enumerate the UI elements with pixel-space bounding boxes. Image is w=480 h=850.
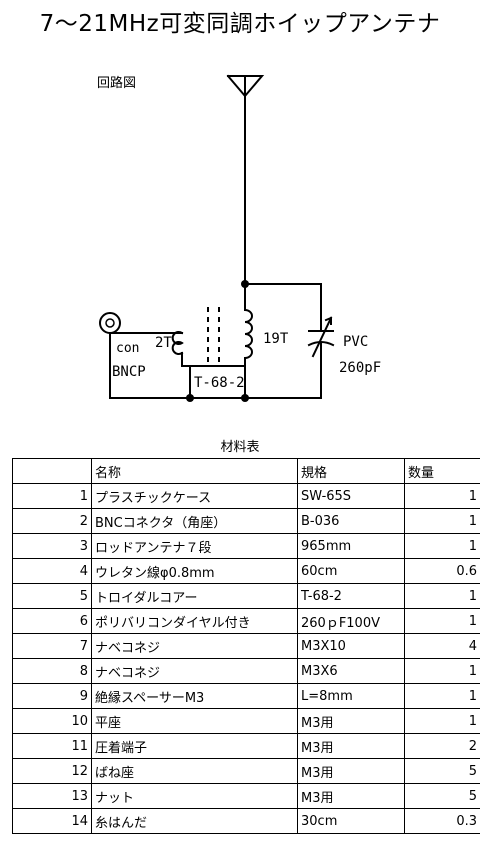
connector-label: con — [116, 341, 139, 356]
row-number: 6 — [12, 608, 92, 634]
row-number: 9 — [12, 683, 92, 709]
item-name: ナベコネジ — [91, 658, 298, 684]
primary-coil — [171, 331, 184, 355]
header-spec: 規格 — [297, 458, 405, 484]
row-number: 11 — [12, 733, 92, 759]
item-quantity: 0.3 — [404, 808, 480, 834]
circuit-diagram-label: 回路図 — [97, 76, 137, 91]
page-title: 7〜21MHz可変同調ホイップアンテナ — [39, 11, 441, 37]
item-quantity: 1 — [404, 683, 480, 709]
core-type-label: T-68-2 — [194, 375, 245, 391]
item-spec: 30cm — [297, 808, 405, 834]
row-number: 4 — [12, 558, 92, 584]
item-spec: SW-65S — [297, 483, 405, 509]
row-number: 3 — [12, 533, 92, 559]
primary-turns-label: 2T — [155, 335, 172, 351]
item-name: ロッドアンテナ７段 — [91, 533, 298, 559]
item-quantity: 5 — [404, 783, 480, 809]
item-name: ばね座 — [91, 758, 298, 784]
item-spec: M3X10 — [297, 633, 405, 659]
antenna-symbol — [226, 74, 265, 98]
item-name: 絶縁スペーサーM3 — [91, 683, 298, 709]
row-number: 13 — [12, 783, 92, 809]
bnc-label: BNCP — [112, 364, 146, 380]
row-number: 2 — [12, 508, 92, 534]
item-name: 糸はんだ — [91, 808, 298, 834]
header-qty: 数量 — [404, 458, 480, 484]
item-quantity: 1 — [404, 658, 480, 684]
header-name: 名称 — [91, 458, 298, 484]
item-spec: 965mm — [297, 533, 405, 559]
item-spec: T-68-2 — [297, 583, 405, 609]
table-header-row: 名称 規格 数量 — [12, 458, 480, 484]
item-spec: L=8mm — [297, 683, 405, 709]
item-spec: M3用 — [297, 708, 405, 734]
variable-capacitor-symbol — [307, 316, 335, 358]
item-spec: 60cm — [297, 558, 405, 584]
toroid-core-lines — [207, 307, 220, 362]
item-name: ウレタン線φ0.8mm — [91, 558, 298, 584]
secondary-coil — [243, 308, 253, 360]
capacitor-value-label: 260pF — [339, 360, 381, 376]
item-spec: M3X6 — [297, 658, 405, 684]
item-name: ナベコネジ — [91, 633, 298, 659]
item-name: ナット — [91, 783, 298, 809]
row-number: 7 — [12, 633, 92, 659]
item-quantity: 1 — [404, 608, 480, 634]
row-number: 1 — [12, 483, 92, 509]
row-number: 10 — [12, 708, 92, 734]
item-name: プラスチックケース — [91, 483, 298, 509]
core-label-box — [189, 365, 246, 399]
item-quantity: 1 — [404, 533, 480, 559]
item-quantity: 0.6 — [404, 558, 480, 584]
item-name: BNCコネクタ（角座） — [91, 508, 298, 534]
row-number: 12 — [12, 758, 92, 784]
item-spec: 260ｐF100V — [297, 608, 405, 634]
item-name: ポリバリコンダイヤル付き — [91, 608, 298, 634]
item-name: トロイダルコアー — [91, 583, 298, 609]
item-spec: M3用 — [297, 783, 405, 809]
item-quantity: 1 — [404, 583, 480, 609]
item-quantity: 1 — [404, 483, 480, 509]
item-quantity: 1 — [404, 508, 480, 534]
item-name: 平座 — [91, 708, 298, 734]
item-quantity: 2 — [404, 733, 480, 759]
secondary-turns-label: 19T — [263, 331, 289, 347]
row-number: 5 — [12, 583, 92, 609]
circuit-schematic: con BNCP 2T 19T T-68-2 PVC 260pF — [99, 74, 381, 402]
bnc-connector-symbol — [99, 312, 121, 334]
item-quantity: 4 — [404, 633, 480, 659]
item-spec: M3用 — [297, 733, 405, 759]
junction-dots — [186, 280, 249, 402]
item-quantity: 5 — [404, 758, 480, 784]
row-number: 8 — [12, 658, 92, 684]
header-no — [12, 458, 92, 484]
row-number: 14 — [12, 808, 92, 834]
item-spec: M3用 — [297, 758, 405, 784]
capacitor-name-label: PVC — [343, 334, 368, 350]
item-spec: B-036 — [297, 508, 405, 534]
item-name: 圧着端子 — [91, 733, 298, 759]
materials-table-caption: 材料表 — [220, 440, 260, 455]
item-quantity: 1 — [404, 708, 480, 734]
